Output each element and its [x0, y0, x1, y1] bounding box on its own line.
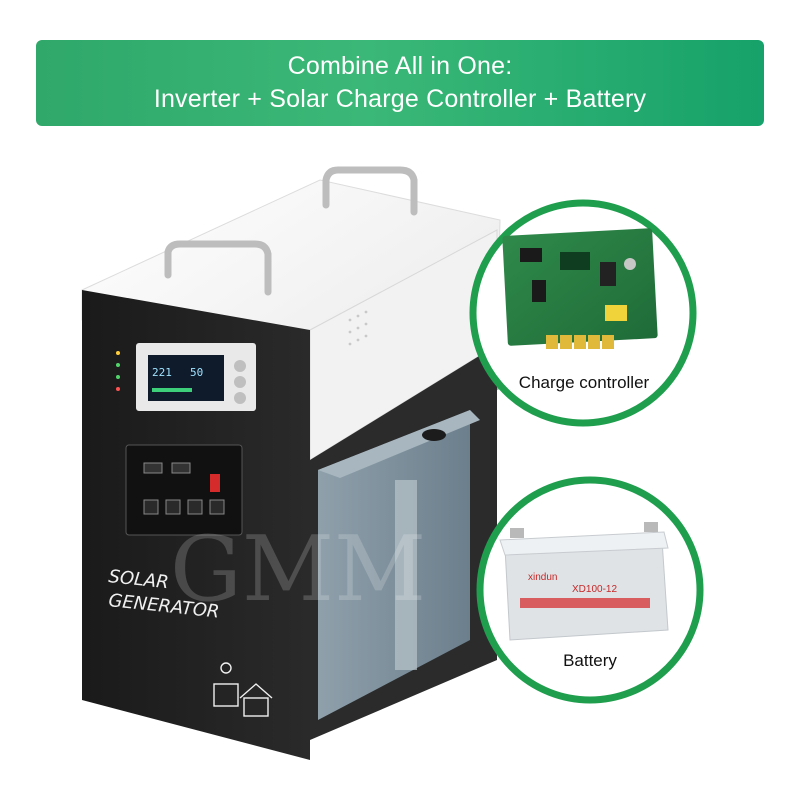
- dc-outlets: [143, 499, 225, 515]
- banner-title-line-1: Combine All in One:: [287, 52, 513, 80]
- watermark: GMM: [170, 517, 426, 622]
- battery-body: [318, 410, 470, 720]
- lcd-buttons: [234, 360, 246, 404]
- usb-port-1: [143, 462, 163, 474]
- lcd-reading-right: 50: [190, 366, 203, 379]
- title-banner: Combine All in One: Inverter + Solar Cha…: [36, 40, 764, 126]
- handle-front: [164, 240, 272, 296]
- usb-port-2: [171, 462, 191, 474]
- battery-strap: [395, 480, 417, 670]
- battery-top: [318, 410, 480, 478]
- solar-house-logo: [213, 662, 273, 717]
- battery-product-lid: [499, 531, 669, 556]
- terminal-block: [546, 335, 614, 349]
- lcd-screen: [148, 355, 224, 401]
- battery-product-terminal-left: [510, 528, 524, 538]
- battery-model: XD100-12: [572, 584, 617, 595]
- vent-holes: [348, 310, 368, 346]
- pcb-board: [502, 228, 658, 346]
- battery-product-stripe: [520, 598, 650, 608]
- battery-terminal: [422, 429, 446, 441]
- power-switch: [210, 474, 220, 492]
- status-leds: [116, 351, 120, 391]
- handle-back: [322, 166, 418, 216]
- battery-brand: xindun: [528, 572, 557, 583]
- pcb-components: [520, 248, 636, 321]
- banner-title-line-2: Inverter + Solar Charge Controller + Bat…: [153, 85, 647, 113]
- lcd-bar: [152, 388, 192, 392]
- lcd-reading-left: 221: [152, 366, 172, 379]
- battery-label: Battery: [563, 651, 617, 670]
- battery-product-terminal-right: [644, 522, 658, 532]
- charge-controller-label: Charge controller: [518, 373, 650, 392]
